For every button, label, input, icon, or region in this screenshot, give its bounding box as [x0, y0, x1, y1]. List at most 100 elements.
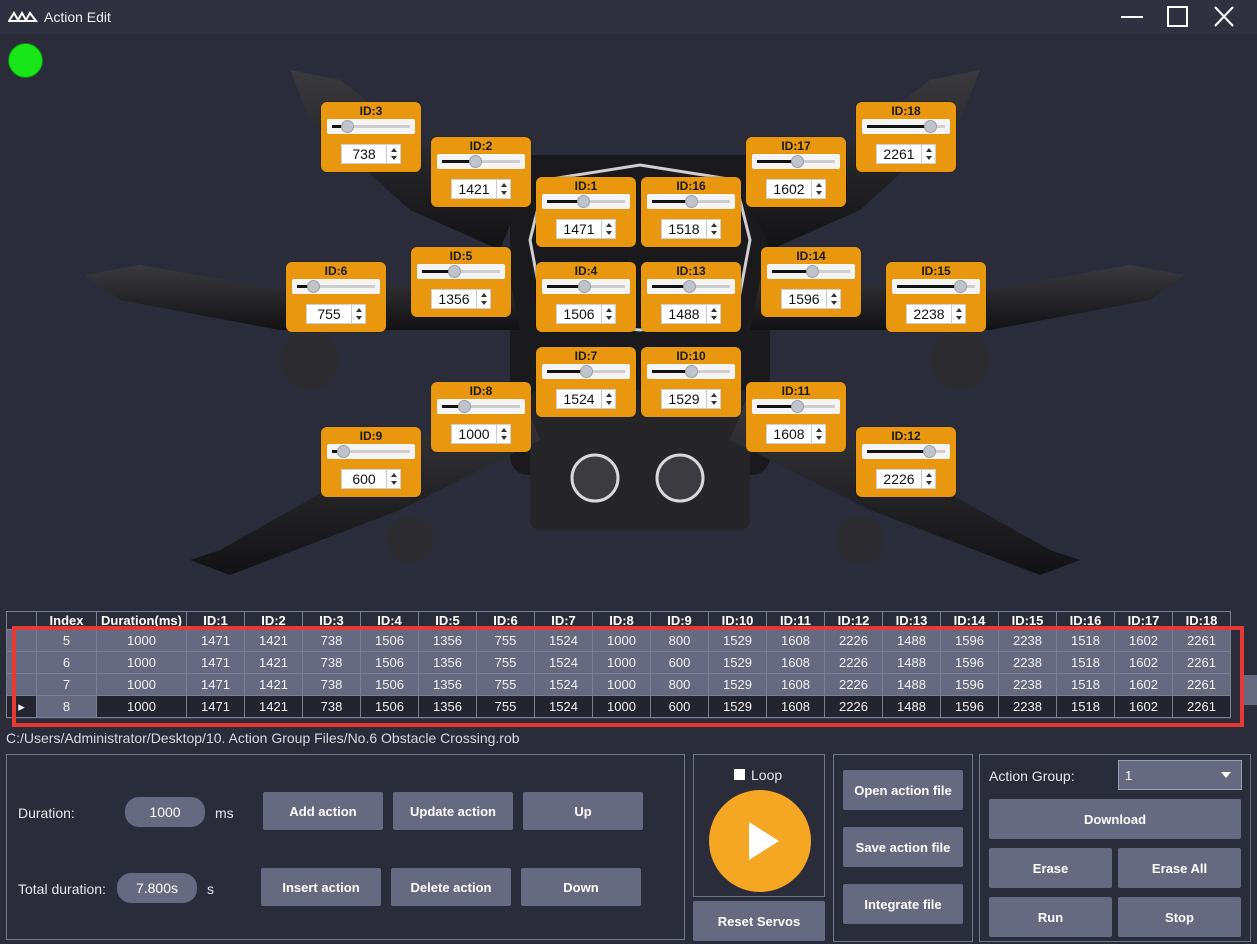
servo-value-spinbox[interactable]: 1596 — [781, 289, 841, 309]
column-header[interactable]: ID:14 — [940, 611, 999, 630]
servo-value[interactable]: 2261 — [883, 146, 915, 162]
servo-value[interactable]: 1518 — [668, 221, 700, 237]
spin-arrows-icon[interactable] — [496, 425, 510, 443]
column-header[interactable]: ID:5 — [418, 611, 477, 630]
table-cell[interactable]: 2226 — [824, 695, 883, 718]
servo-slider[interactable] — [417, 264, 505, 279]
table-cell[interactable]: 1524 — [534, 651, 593, 674]
table-cell[interactable]: 755 — [476, 695, 535, 718]
table-cell[interactable]: 800 — [650, 629, 709, 652]
down-button[interactable]: Down — [521, 868, 641, 906]
table-cell[interactable]: 1356 — [418, 651, 477, 674]
servo-value-spinbox[interactable]: 1602 — [766, 179, 826, 199]
spin-arrows-icon[interactable] — [921, 470, 935, 488]
table-cell[interactable]: 1506 — [360, 695, 419, 718]
column-header[interactable]: ID:13 — [882, 611, 941, 630]
servo-value-spinbox[interactable]: 755 — [306, 304, 366, 324]
column-header[interactable]: ID:15 — [998, 611, 1057, 630]
servo-value-spinbox[interactable]: 1356 — [431, 289, 491, 309]
table-cell[interactable]: 1524 — [534, 629, 593, 652]
slider-thumb[interactable] — [579, 365, 593, 378]
table-cell[interactable]: 1596 — [940, 673, 999, 696]
table-cell[interactable]: 738 — [302, 695, 361, 718]
slider-thumb[interactable] — [469, 155, 483, 168]
table-cell[interactable]: 1506 — [360, 651, 419, 674]
servo-slider[interactable] — [437, 399, 525, 414]
table-cell[interactable]: 755 — [476, 651, 535, 674]
table-cell[interactable]: 2226 — [824, 651, 883, 674]
slider-thumb[interactable] — [922, 445, 936, 458]
slider-thumb[interactable] — [953, 280, 967, 293]
table-cell[interactable]: 2238 — [998, 673, 1057, 696]
table-cell[interactable]: 1356 — [418, 695, 477, 718]
table-cell[interactable]: 755 — [476, 629, 535, 652]
servo-value-spinbox[interactable]: 2238 — [906, 304, 966, 324]
servo-slider[interactable] — [542, 364, 630, 379]
table-cell[interactable]: 800 — [650, 673, 709, 696]
slider-thumb[interactable] — [682, 280, 696, 293]
table-cell[interactable]: 1488 — [882, 629, 941, 652]
table-cell[interactable]: 1506 — [360, 673, 419, 696]
servo-value-spinbox[interactable]: 1471 — [556, 219, 616, 239]
slider-thumb[interactable] — [684, 195, 698, 208]
servo-value-spinbox[interactable]: 2226 — [876, 469, 936, 489]
row-header[interactable] — [6, 629, 37, 652]
slider-thumb[interactable] — [791, 400, 805, 413]
servo-value-spinbox[interactable]: 2261 — [876, 144, 936, 164]
servo-slider[interactable] — [437, 154, 525, 169]
table-cell[interactable]: 1518 — [1056, 629, 1115, 652]
servo-slider[interactable] — [327, 119, 415, 134]
servo-value[interactable]: 2238 — [913, 306, 945, 322]
servo-value-spinbox[interactable]: 1421 — [451, 179, 511, 199]
insert-action-button[interactable]: Insert action — [261, 868, 381, 906]
table-cell[interactable]: 2238 — [998, 695, 1057, 718]
column-header[interactable]: ID:12 — [824, 611, 883, 630]
table-cell[interactable]: 1608 — [766, 673, 825, 696]
table-cell[interactable]: 1000 — [96, 695, 187, 718]
column-header[interactable]: ID:2 — [244, 611, 303, 630]
spin-arrows-icon[interactable] — [826, 290, 840, 308]
table-cell[interactable]: 2261 — [1172, 695, 1231, 718]
servo-value[interactable]: 1608 — [773, 426, 805, 442]
table-cell[interactable]: 6 — [36, 651, 97, 674]
table-cell[interactable]: 2226 — [824, 629, 883, 652]
table-cell[interactable]: 738 — [302, 651, 361, 674]
table-cell[interactable]: 1602 — [1114, 651, 1173, 674]
slider-thumb[interactable] — [336, 445, 350, 458]
table-cell[interactable]: 1421 — [244, 651, 303, 674]
column-header[interactable]: ID:3 — [302, 611, 361, 630]
table-cell[interactable]: 1608 — [766, 695, 825, 718]
erase-all-button[interactable]: Erase All — [1118, 848, 1241, 888]
servo-slider[interactable] — [862, 444, 950, 459]
table-cell[interactable]: 2261 — [1172, 673, 1231, 696]
servo-value[interactable]: 1000 — [458, 426, 490, 442]
table-cell[interactable]: 1000 — [592, 629, 651, 652]
table-cell[interactable]: 1421 — [244, 629, 303, 652]
column-header[interactable]: ID:7 — [534, 611, 593, 630]
servo-value[interactable]: 1488 — [668, 306, 700, 322]
table-cell[interactable]: 1000 — [96, 629, 187, 652]
erase-button[interactable]: Erase — [989, 848, 1112, 888]
update-action-button[interactable]: Update action — [393, 792, 513, 830]
table-cell[interactable]: 1471 — [186, 695, 245, 718]
maximize-button[interactable] — [1166, 6, 1190, 28]
row-header[interactable] — [6, 651, 37, 674]
slider-thumb[interactable] — [341, 120, 355, 133]
spin-arrows-icon[interactable] — [386, 145, 400, 163]
table-cell[interactable]: 1529 — [708, 651, 767, 674]
servo-value[interactable]: 1524 — [563, 391, 595, 407]
slider-thumb[interactable] — [576, 195, 590, 208]
table-cell[interactable]: 2261 — [1172, 629, 1231, 652]
slider-thumb[interactable] — [805, 265, 819, 278]
servo-value-spinbox[interactable]: 1529 — [661, 389, 721, 409]
column-header[interactable]: Index — [36, 611, 97, 630]
servo-slider[interactable] — [647, 279, 735, 294]
spin-arrows-icon[interactable] — [601, 305, 615, 323]
servo-value-spinbox[interactable]: 1608 — [766, 424, 826, 444]
table-cell[interactable]: 1421 — [244, 695, 303, 718]
table-cell[interactable]: 600 — [650, 651, 709, 674]
column-header[interactable]: ID:1 — [186, 611, 245, 630]
servo-slider[interactable] — [647, 194, 735, 209]
